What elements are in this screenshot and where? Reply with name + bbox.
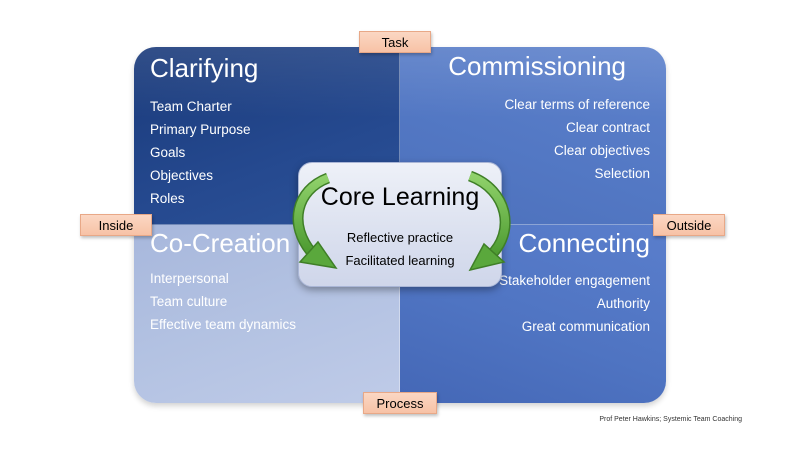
list-item: Selection [594, 166, 650, 181]
list-item: Team culture [150, 294, 228, 309]
core-learning-box: Core Learning Reflective practice Facili… [298, 162, 502, 287]
quadrant-list-connecting: Stakeholder engagement Authority Great c… [499, 269, 650, 338]
quadrant-title-clarifying: Clarifying [150, 53, 259, 83]
list-item: Clear objectives [553, 143, 650, 158]
quadrant-title-commissioning: Commissioning [448, 51, 626, 81]
quadrant-connecting: Connecting Stakeholder engagement Author… [400, 225, 666, 403]
source-credit: Prof Peter Hawkins; Systemic Team Coachi… [599, 416, 742, 423]
list-item: Great communication [521, 319, 650, 334]
quadrant-list-clarifying: Team Charter Primary Purpose Goals Objec… [150, 95, 251, 210]
list-item: Team Charter [150, 99, 232, 114]
core-learning-title: Core Learning [320, 183, 480, 211]
quadrant-title-co-creation: Co-Creation [150, 228, 291, 258]
list-item: Authority [596, 296, 650, 311]
quadrant-list-commissioning: Clear terms of reference Clear contract … [504, 93, 650, 185]
quadrant-co-creation: Co-Creation Interpersonal Team culture E… [134, 225, 400, 403]
list-item: Clear contract [565, 120, 650, 135]
axis-tag-outside: Outside [653, 214, 725, 236]
list-item: Interpersonal [150, 271, 229, 286]
quadrant-list-co-creation: Interpersonal Team culture Effective tea… [150, 267, 296, 336]
list-item: Effective team dynamics [150, 317, 297, 332]
axis-tag-inside: Inside [80, 214, 152, 236]
list-item: Clear terms of reference [504, 97, 650, 112]
list-item: Primary Purpose [150, 122, 251, 137]
core-learning-item: Reflective practice [346, 230, 454, 245]
list-item: Objectives [150, 168, 214, 183]
quadrant-title-connecting: Connecting [518, 228, 650, 258]
list-item: Stakeholder engagement [499, 273, 650, 288]
axis-tag-task: Task [359, 31, 431, 53]
list-item: Goals [150, 145, 186, 160]
core-learning-item: Facilitated learning [345, 253, 455, 268]
axis-tag-process: Process [363, 392, 437, 414]
list-item: Roles [150, 191, 185, 206]
